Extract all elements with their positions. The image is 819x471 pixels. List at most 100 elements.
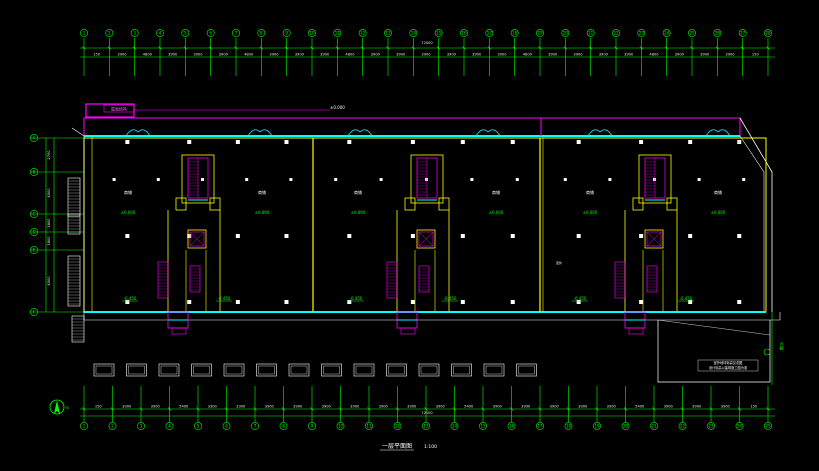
column <box>510 140 515 144</box>
left-axis-label: B <box>33 169 36 174</box>
top-tick <box>588 46 593 50</box>
column <box>284 140 289 144</box>
bottom-tick <box>766 407 770 411</box>
bottom-axis-bubble <box>194 422 202 430</box>
bottom-dim-text: 3900 <box>721 405 731 409</box>
top-axis-label: 16 <box>461 30 467 35</box>
left-axis-label: F <box>33 309 36 314</box>
top-axis-bubble <box>713 29 722 37</box>
left-axis-bubble <box>30 134 38 142</box>
stair-shaft <box>410 154 444 204</box>
top-tick <box>614 46 618 50</box>
roof-arch <box>347 129 373 137</box>
drawing-title: 一层平面图 <box>382 443 412 450</box>
column <box>563 178 567 181</box>
bottom-dim-text: 3900 <box>664 405 674 409</box>
top-axis-label: 4 <box>159 30 162 35</box>
bottom-axis-bubble <box>251 422 259 430</box>
bottom-axis-bubble <box>279 422 288 430</box>
left-axis-label: C <box>33 211 36 216</box>
column <box>639 234 644 238</box>
bottom-axis-label: 9 <box>311 423 314 428</box>
bottom-tick <box>595 407 599 411</box>
parking-inner <box>128 365 145 375</box>
top-axis-label: 8 <box>260 30 263 35</box>
annex-note-2: 设计标高以建筑施工图为准 <box>709 365 748 370</box>
top-tick <box>690 46 694 50</box>
bottom-dim-text: 3300 <box>208 405 218 409</box>
top-tick <box>563 46 568 50</box>
bottom-tick <box>367 407 371 411</box>
top-axis-label: 25 <box>689 30 695 35</box>
column <box>125 300 130 304</box>
landing <box>632 197 644 211</box>
column <box>125 234 130 238</box>
elevator-car <box>189 231 205 247</box>
top-axis-bubble <box>738 29 747 37</box>
top-axis-label: 11 <box>335 30 341 35</box>
bottom-axis-bubble <box>108 422 117 430</box>
left-dim-text: 4500 <box>47 188 51 198</box>
top-tick <box>132 46 137 50</box>
drawing-scale: 1:100 <box>424 444 437 450</box>
stair-shaft <box>181 154 215 204</box>
parking-box <box>256 363 277 377</box>
bottom-axis-label: 24 <box>737 423 743 428</box>
room-name: 商铺 <box>354 189 362 195</box>
top-tick <box>740 46 745 50</box>
top-tick <box>715 46 720 50</box>
bottom-axis-label: 10 <box>338 423 344 428</box>
bottom-tick <box>709 407 713 411</box>
bottom-tick <box>82 407 86 411</box>
elevator-shaft <box>644 229 664 249</box>
column <box>187 234 192 238</box>
column <box>245 178 249 181</box>
bottom-dim-text: 3900 <box>578 405 588 409</box>
top-tick <box>411 46 416 50</box>
bottom-dimension-line: 72000 <box>80 408 775 417</box>
bottom-axis-label: 4 <box>168 423 171 428</box>
bottom-axis-bubble <box>222 422 231 430</box>
parking-inner <box>453 365 470 375</box>
top-dimension-line: 72000 <box>80 41 775 58</box>
top-axis-bubble <box>333 29 342 37</box>
column <box>460 140 465 144</box>
bottom-axis-label: 16 <box>509 423 515 428</box>
column <box>737 300 742 304</box>
room-name: 商铺 <box>492 189 500 195</box>
left-axis-label: D <box>32 229 35 234</box>
top-tick <box>259 46 264 50</box>
landing <box>438 197 450 211</box>
top-dim-text: 4800 <box>345 53 355 57</box>
parking-inner <box>160 365 178 375</box>
step-block <box>67 213 81 235</box>
bottom-axis-bubble <box>650 422 658 430</box>
top-axis-label: 9 <box>285 30 288 35</box>
top-axis-bubble <box>156 29 164 37</box>
parking-inner <box>355 365 373 375</box>
parking-box <box>158 363 180 377</box>
top-tick <box>766 46 770 50</box>
bottom-axis-label: 8 <box>282 423 285 428</box>
top-axis-bubble <box>460 29 468 37</box>
landing <box>209 197 221 211</box>
bottom-tick <box>652 407 656 411</box>
top-total-dim: 72000 <box>421 41 433 45</box>
left-axis-bubble <box>30 246 38 254</box>
stair-shaft <box>638 154 672 204</box>
bottom-dim-text: 3900 <box>151 405 161 409</box>
parking-inner <box>518 365 535 375</box>
bottom-dim-text: 3900 <box>407 405 417 409</box>
room-level: ±0.000 <box>711 210 726 215</box>
top-tick <box>335 46 340 50</box>
bottom-tick <box>196 407 200 411</box>
column <box>688 234 693 238</box>
top-dim-text: 3900 <box>725 53 735 57</box>
bottom-axis-label: 5 <box>197 423 200 428</box>
roof-arch <box>705 129 731 137</box>
parking-inner <box>290 365 308 375</box>
column <box>460 300 465 304</box>
bottom-axis-label: 13 <box>423 423 429 428</box>
